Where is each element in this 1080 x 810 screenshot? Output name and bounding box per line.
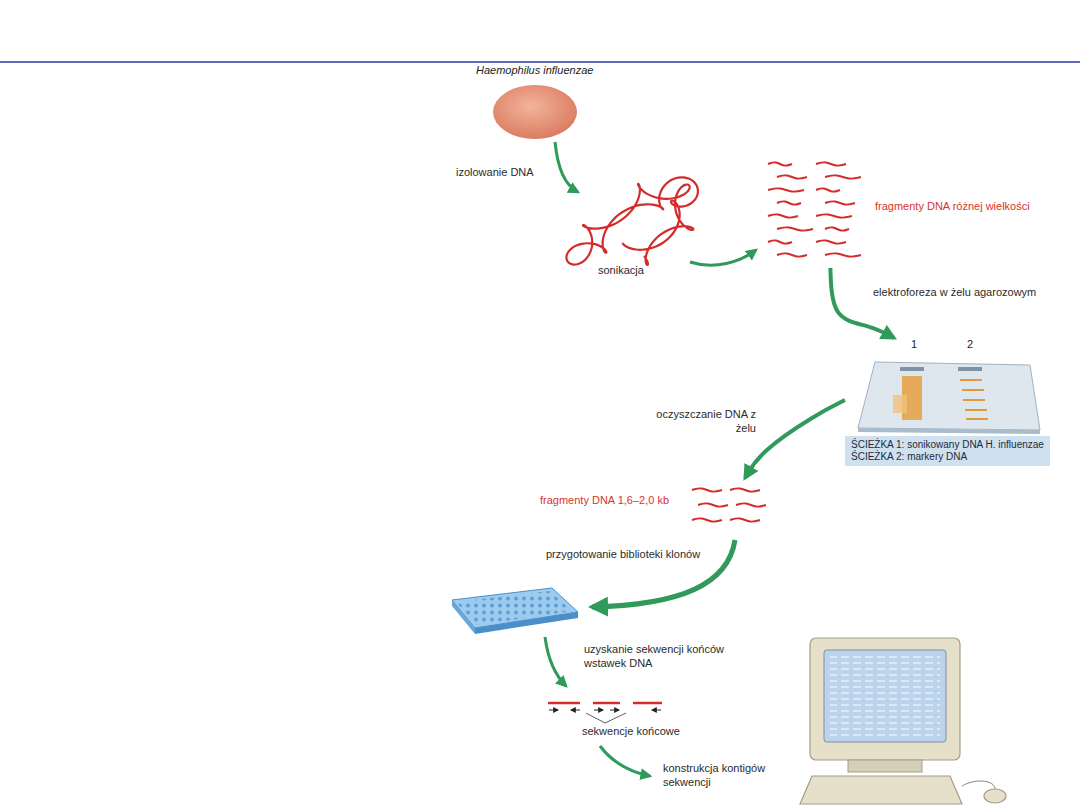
step-label: sonikacja [597,264,645,278]
node-text: fragmenty DNA różnej wielkości [875,200,1030,213]
step-arrow [690,250,756,265]
step-label: elektroforeza w żelu agarozowym [872,286,1037,300]
step-arrow [555,142,578,192]
step-label: izolowanie DNA [455,166,535,180]
organism-node: Haemophilus influenzae [476,64,606,144]
step-label: uzyskanie sekwencji końców wstawek DNA [583,643,730,671]
gel-well [958,367,982,371]
gel-plate: 12 [845,338,1050,432]
node-text: fragmenty DNA 1,6–2,0 kb [540,494,669,507]
computer [800,638,1006,804]
step-label: przygotowanie biblioteki klonów [545,548,701,562]
node-text: 1 [911,338,917,351]
node-text: sekwencje końcowe [582,725,680,738]
caption-line: ŚCIEŻKA 2: markery DNA [851,451,1044,463]
process-arrow [745,400,845,478]
lane-caption-box: ŚCIEŻKA 1: sonikowany DNA H. influenzaeŚ… [845,436,1050,466]
step-arrow [545,637,566,686]
leader-line [586,713,626,723]
gel-edge [858,428,1040,434]
agarose-gel [858,362,1040,430]
end-sequence-group: sekwencje końcowe [540,695,684,743]
fragment-group: fragmenty DNA 1,6–2,0 kb [535,478,775,536]
dna-fragments [692,162,861,521]
step-arrow [600,746,650,776]
bacterium-cell [493,85,577,139]
dna-insert [548,702,662,705]
step-label: oczyszczanie DNA z żelu [655,408,757,436]
plate-side [452,600,475,634]
node-text: 2 [967,338,973,351]
read-arrow [549,710,661,711]
caption-line: ŚCIEŻKA 1: sonikowany DNA H. influenzae [851,439,1044,451]
genomic-dna [566,177,698,265]
process-arrow [830,268,894,338]
step-label: konstrukcja kontigów sekwencji [662,762,782,790]
fragment-group: fragmenty DNA różnej wielkości [755,150,1045,268]
node-text: Haemophilus influenzae [476,64,593,77]
excised-band [893,395,907,413]
marker-bands [960,380,988,419]
plate-side [475,612,578,634]
gel-well [900,367,924,371]
header-rule [0,61,1080,63]
